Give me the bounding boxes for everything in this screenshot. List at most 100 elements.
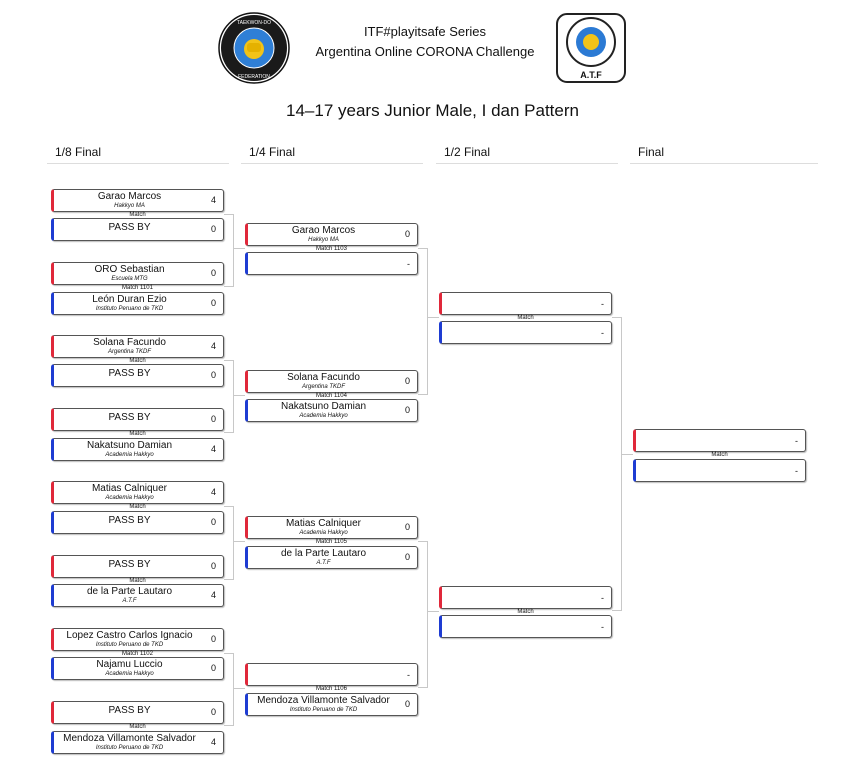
competitor-slot[interactable]: - bbox=[439, 321, 612, 344]
bracket-connector bbox=[418, 248, 428, 395]
match-label: Match 1103 bbox=[316, 246, 347, 252]
bracket-connector bbox=[622, 454, 633, 455]
bracket-connector bbox=[224, 214, 234, 287]
competitor-score: 0 bbox=[210, 634, 216, 644]
competitor-slot[interactable]: - bbox=[439, 615, 612, 638]
competitor-name: PASS BY bbox=[108, 559, 151, 570]
competitor-score: 0 bbox=[210, 707, 216, 717]
svg-text:A.T.F: A.T.F bbox=[580, 70, 602, 80]
match-label: Match bbox=[129, 431, 146, 437]
svg-text:FEDERATION: FEDERATION bbox=[238, 74, 270, 80]
competitor-score: - bbox=[601, 328, 604, 338]
event-title: Argentina Online CORONA Challenge bbox=[315, 44, 535, 59]
competitor-name: PASS BY bbox=[108, 412, 151, 423]
competitor-slot[interactable]: PASS BY 0 bbox=[51, 408, 224, 431]
competitor-slot[interactable]: PASS BY 0 bbox=[51, 218, 224, 241]
competitor-score: - bbox=[407, 259, 410, 269]
competitor-score: 0 bbox=[210, 370, 216, 380]
competitor-club: Instituto Peruano de TKD bbox=[95, 642, 164, 648]
competitor-score: - bbox=[407, 670, 410, 680]
competitor-name: Matias Calniquer bbox=[285, 518, 362, 529]
bracket-connector bbox=[428, 611, 439, 612]
competitor-score: 4 bbox=[210, 737, 216, 747]
competitor-name: Nakatsuno Damian bbox=[86, 440, 173, 451]
competitor-score: 0 bbox=[210, 224, 216, 234]
match-label: Match 1106 bbox=[316, 686, 347, 692]
match-label: Match bbox=[129, 358, 146, 364]
competitor-name: PASS BY bbox=[108, 222, 151, 233]
bracket-connector bbox=[428, 317, 439, 318]
competitor-score: - bbox=[601, 622, 604, 632]
match-label: Match bbox=[129, 724, 146, 730]
competitor-score: - bbox=[795, 466, 798, 476]
competitor-name: Mendoza Villamonte Salvador bbox=[63, 733, 196, 744]
category-title: 14–17 years Junior Male, I dan Pattern bbox=[286, 101, 579, 120]
competitor-score: - bbox=[601, 593, 604, 603]
competitor-club: Academia Hakkyo bbox=[105, 671, 154, 677]
competitor-name: PASS BY bbox=[108, 705, 151, 716]
match-label: Match bbox=[711, 452, 728, 458]
competitor-name: Solana Facundo bbox=[287, 372, 360, 383]
competitor-name: Garao Marcos bbox=[97, 191, 162, 202]
itf-logo: TAEKWON-DO FEDERATION bbox=[218, 12, 290, 84]
competitor-club: Academia Hakkyo bbox=[105, 495, 154, 501]
bracket-connector bbox=[234, 395, 245, 396]
bracket-connector bbox=[234, 541, 245, 542]
round-header-final: Final bbox=[630, 145, 818, 164]
competitor-score: 0 bbox=[404, 522, 410, 532]
event-series-title: ITF#playitsafe Series bbox=[363, 24, 487, 39]
competitor-score: 0 bbox=[210, 517, 216, 527]
bracket-connector bbox=[234, 248, 245, 249]
round-header-sf: 1/2 Final bbox=[436, 145, 618, 164]
competitor-score: 0 bbox=[210, 268, 216, 278]
competitor-club: Academia Hakkyo bbox=[299, 413, 348, 419]
competitor-score: 4 bbox=[210, 341, 216, 351]
competitor-name: Najamu Luccio bbox=[96, 659, 163, 670]
competitor-name: de la Parte Lautaro bbox=[86, 586, 173, 597]
competitor-slot[interactable]: - bbox=[439, 586, 612, 609]
match-label: Match 1104 bbox=[316, 393, 347, 399]
competitor-club: A.T.F bbox=[316, 560, 331, 566]
competitor-slot[interactable]: - bbox=[633, 429, 806, 452]
competitor-slot[interactable]: - bbox=[245, 252, 418, 275]
competitor-slot[interactable]: - bbox=[439, 292, 612, 315]
competitor-score: - bbox=[601, 299, 604, 309]
competitor-club: A.T.F bbox=[122, 598, 137, 604]
competitor-name: Garao Marcos bbox=[291, 225, 356, 236]
match-label: Match 1101 bbox=[122, 285, 153, 291]
competitor-score: 4 bbox=[210, 487, 216, 497]
competitor-score: 0 bbox=[404, 699, 410, 709]
match-label: Match 1102 bbox=[122, 651, 153, 657]
match-label: Match bbox=[517, 609, 534, 615]
competitor-score: 0 bbox=[404, 405, 410, 415]
atf-logo: A.T.F bbox=[556, 13, 626, 83]
competitor-slot[interactable]: - bbox=[633, 459, 806, 482]
round-header-qf: 1/4 Final bbox=[241, 145, 423, 164]
competitor-slot[interactable]: PASS BY 0 bbox=[51, 701, 224, 724]
competitor-club: Academia Hakkyo bbox=[105, 452, 154, 458]
bracket-connector bbox=[224, 506, 234, 580]
competitor-slot[interactable]: - bbox=[245, 663, 418, 686]
match-label: Match bbox=[129, 504, 146, 510]
competitor-name: Nakatsuno Damian bbox=[280, 401, 367, 412]
competitor-score: 0 bbox=[210, 414, 216, 424]
